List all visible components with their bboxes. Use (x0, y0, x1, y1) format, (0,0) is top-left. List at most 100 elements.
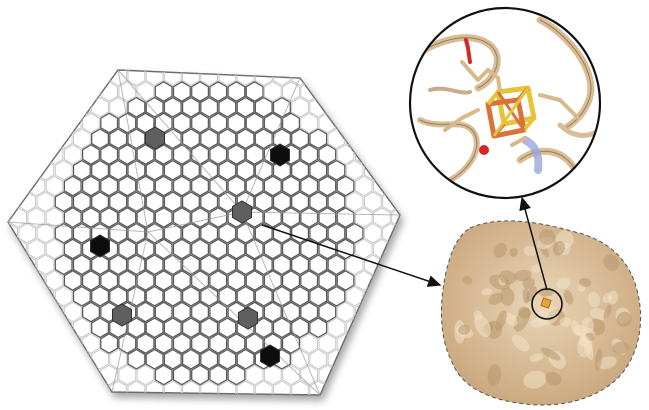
lattice-hexagon (54, 160, 73, 181)
lattice-hexagon (373, 207, 391, 228)
lattice-hexagon (172, 238, 191, 260)
lattice-hexagon (8, 380, 18, 395)
lattice-hexagon (254, 317, 273, 339)
lattice-hexagon (318, 301, 337, 323)
lattice-hexagon (145, 348, 164, 370)
lattice-hexagon (109, 97, 128, 118)
lattice-hexagon (209, 207, 228, 228)
lattice-hexagon (91, 97, 109, 118)
lattice-hexagon (81, 175, 100, 197)
lattice-hexagon (273, 380, 291, 395)
lattice-hexagon (73, 380, 91, 395)
lattice-hexagon (209, 81, 228, 102)
lattice-hexagon (8, 317, 18, 338)
lattice-hexagon (163, 70, 182, 86)
connector-arrows (261, 196, 548, 291)
lattice-hexagon (27, 301, 46, 323)
lattice-hexagon (318, 175, 337, 197)
lattice-hexagon (18, 254, 37, 275)
lattice-hexagon (300, 144, 319, 165)
lattice-hexagon (309, 128, 328, 150)
lattice-hexagon (8, 286, 18, 307)
lattice-hexagon (45, 238, 64, 260)
lattice-hexagon (364, 223, 382, 244)
surface-lump (589, 308, 608, 321)
lattice-hexagon (300, 207, 319, 228)
lattice-hexagon (118, 81, 137, 102)
lattice-hexagon (173, 70, 191, 71)
lattice-hexagon (254, 254, 273, 276)
lattice-hexagon (154, 270, 173, 291)
lattice-hexagon (354, 333, 373, 354)
lattice-hexagon (354, 364, 373, 386)
lattice-hexagon (163, 222, 182, 244)
lattice-hexagon (36, 317, 55, 338)
lattice-hexagon (63, 364, 82, 386)
lattice-hexagon (291, 191, 310, 213)
lattice-hexagon (191, 144, 210, 165)
lattice-hexagon (18, 70, 37, 86)
lattice-hexagon (100, 112, 119, 134)
lattice-hexagon (227, 175, 246, 197)
lattice-hexagon (72, 254, 91, 276)
lattice-hexagon (354, 81, 373, 102)
lattice-hexagon (245, 70, 264, 71)
lattice-hexagon (236, 254, 255, 276)
lattice-hexagon (27, 270, 46, 291)
lattice-hexagon (354, 238, 373, 260)
lattice-hexagon (327, 70, 346, 86)
lattice-hexagon (309, 222, 328, 244)
lattice-hexagon (136, 364, 155, 386)
lattice-hexagon (181, 191, 200, 213)
lattice-hexagon (109, 222, 128, 244)
lattice-hexagon (127, 128, 146, 150)
lattice-hexagon (245, 144, 264, 165)
lattice-hexagon (8, 270, 9, 291)
lattice-hexagon (36, 380, 55, 395)
lattice-hexagon (163, 348, 182, 370)
lattice-hexagon (63, 175, 82, 197)
surface-lump (538, 228, 556, 246)
lattice-hexagon (63, 238, 82, 260)
protein-surface-texture (454, 228, 632, 389)
lattice-hexagon (300, 333, 318, 354)
lattice-hexagon (309, 159, 328, 181)
lattice-hexagon (318, 333, 337, 354)
lattice-hexagon (318, 81, 337, 102)
surface-lump (563, 289, 574, 305)
lattice-hexagon (263, 238, 282, 260)
surface-lump (529, 353, 544, 362)
lattice-hexagon (100, 207, 119, 228)
lattice-hexagon (8, 301, 9, 323)
lattice-hexagon (401, 318, 418, 337)
surface-lump (594, 348, 602, 372)
lattice-hexagon (154, 333, 173, 354)
lattice-hexagon (272, 128, 291, 150)
lattice-hexagon (127, 70, 146, 86)
pentamer-grey (112, 303, 132, 327)
lattice-hexagon (8, 144, 9, 165)
lattice-hexagon (236, 222, 255, 244)
lattice-hexagon (91, 285, 110, 307)
lattice-hexagon (373, 81, 391, 102)
lattice-hexagon (18, 97, 37, 118)
lattice-hexagon (136, 270, 155, 291)
lattice-hexagon (236, 285, 255, 307)
lattice-hexagon (45, 301, 64, 323)
lattice-hexagon (127, 285, 146, 307)
lattice-hexagon (54, 349, 73, 370)
lattice-hexagon (18, 286, 37, 307)
lattice-hexagon (318, 270, 337, 291)
lattice-hexagon (254, 222, 273, 244)
lattice-hexagon (272, 254, 291, 276)
lattice-hexagon (391, 175, 400, 197)
lattice-hexagon (27, 81, 46, 102)
lattice-hexagon (9, 81, 28, 102)
lattice-hexagon (373, 112, 391, 134)
lattice-hexagon (154, 207, 173, 228)
lattice-hexagon (227, 364, 246, 386)
lattice-hexagon (401, 224, 418, 243)
lattice-hexagon (227, 144, 246, 165)
lattice-hexagon (27, 364, 46, 386)
